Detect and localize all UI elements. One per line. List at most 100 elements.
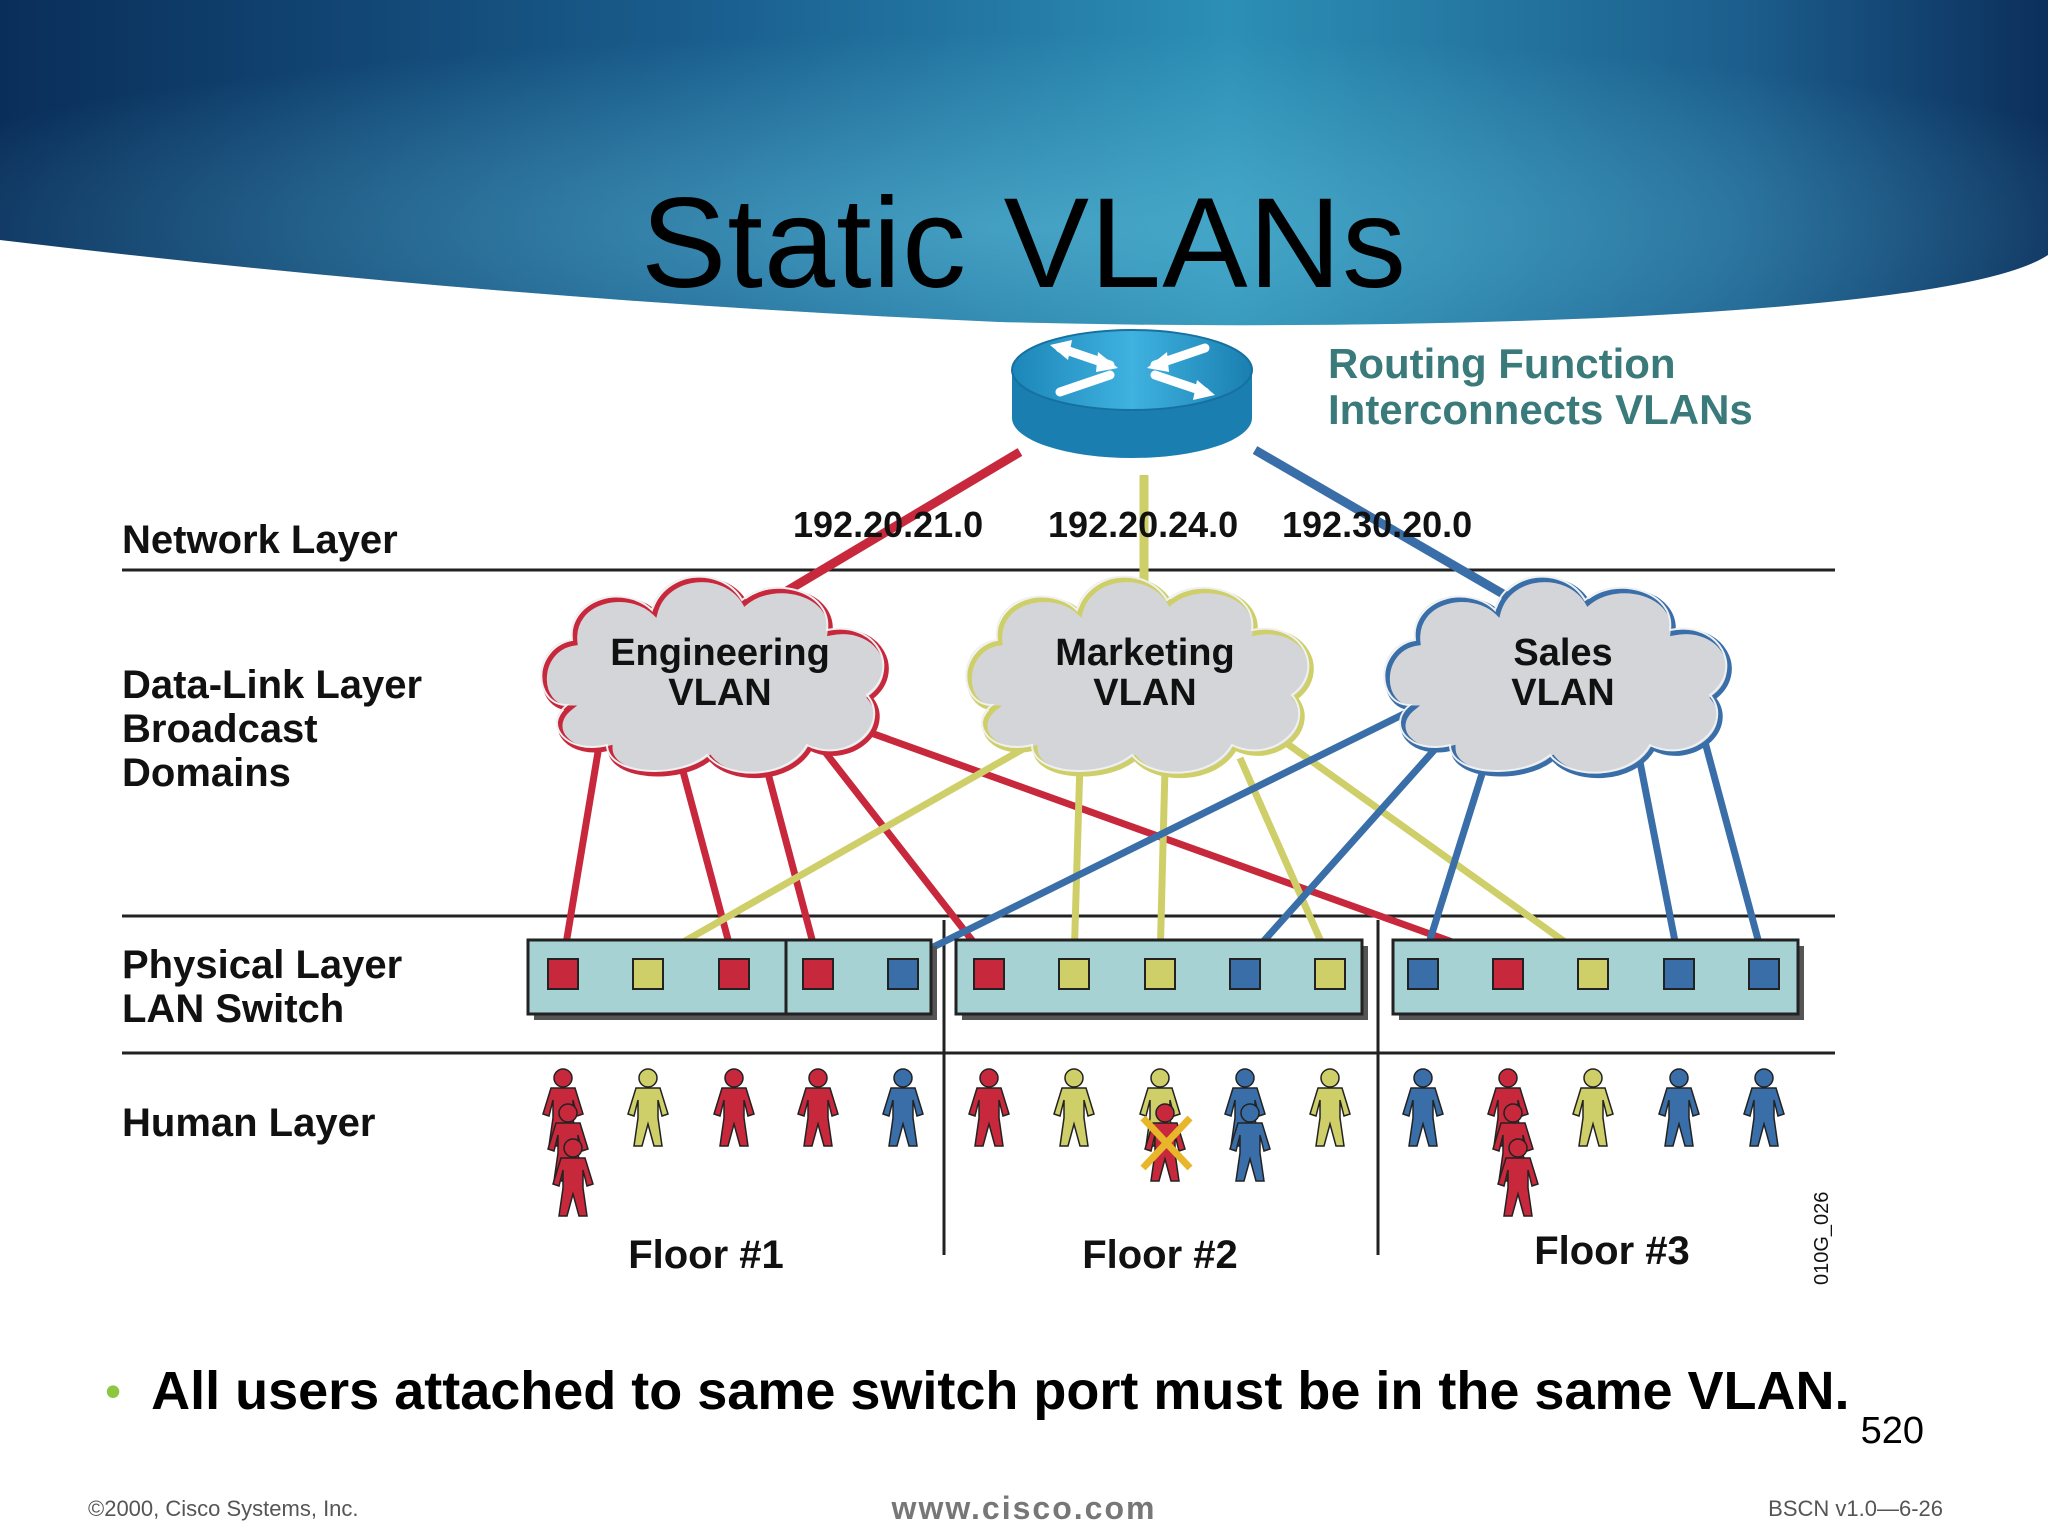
vlan-port-link — [1701, 741, 1768, 963]
user-icon — [968, 1068, 1010, 1147]
vlan-cloud — [540, 575, 889, 779]
floor-label: Floor #1 — [628, 1233, 784, 1277]
link-router-engineering — [772, 448, 1023, 602]
switch-port — [802, 958, 834, 990]
person-head — [1150, 1068, 1170, 1088]
vlan-port-link — [559, 739, 604, 963]
router-caption: Interconnects VLANs — [1328, 386, 1753, 433]
switch-port — [1229, 958, 1261, 990]
person-body — [1572, 1087, 1614, 1147]
vlan-cloud — [965, 575, 1314, 779]
switch-port — [973, 958, 1005, 990]
person-head — [1235, 1068, 1255, 1088]
person-head — [1503, 1103, 1523, 1123]
vlan-port-link — [1070, 761, 1084, 963]
user-icon — [1402, 1068, 1444, 1147]
person-body — [1309, 1087, 1351, 1147]
user-icon — [1572, 1068, 1614, 1147]
person-head — [808, 1068, 828, 1088]
person-head — [563, 1138, 583, 1158]
person-head — [558, 1103, 578, 1123]
router-icon — [1011, 329, 1253, 458]
person-body — [1743, 1087, 1785, 1147]
router-arrowhead — [1096, 352, 1118, 372]
vlan-port-link — [1156, 767, 1169, 963]
vlan-port-link — [1242, 735, 1448, 965]
router-rim — [1011, 329, 1253, 411]
vlan-cloud-label: Engineering — [610, 632, 830, 674]
switch-port — [1314, 958, 1346, 990]
vlan-port-link — [833, 716, 1510, 966]
switch-port — [887, 958, 919, 990]
person-body — [552, 1157, 594, 1217]
person-head — [893, 1068, 913, 1088]
bullet-dot-icon: • — [105, 1365, 122, 1417]
bullet-text: All users attached to same switch port m… — [151, 1361, 1850, 1421]
vlan-cloud-label: Marketing — [1055, 632, 1234, 674]
layer-label-datalink: Data-Link Layer — [122, 663, 422, 707]
person-head — [1064, 1068, 1084, 1088]
person-head — [638, 1068, 658, 1088]
user-icon — [1053, 1068, 1095, 1147]
switch-port — [1058, 958, 1090, 990]
floor-label: Floor #3 — [1534, 1229, 1690, 1273]
switch-port — [1492, 958, 1524, 990]
vlan-port-link — [901, 706, 1414, 966]
cloud-highlight — [540, 575, 885, 774]
switch-port — [547, 958, 579, 990]
blocked-x-icon — [1140, 1115, 1193, 1171]
person-head — [1754, 1068, 1774, 1088]
vlan-cloud-label: Sales — [1513, 632, 1612, 674]
router-arrowhead — [1193, 380, 1215, 400]
layer-label-physical: LAN Switch — [122, 987, 344, 1031]
person-body — [1402, 1087, 1444, 1147]
switch-port — [1663, 958, 1695, 990]
vlan-port-link — [1636, 761, 1683, 963]
person-head — [1498, 1068, 1518, 1088]
router-arrowhead — [1147, 352, 1169, 372]
person-head — [1320, 1068, 1340, 1088]
vlan-cloud-label: VLAN — [1093, 672, 1196, 714]
person-head — [1240, 1103, 1260, 1123]
vlan-cloud — [1383, 575, 1732, 779]
person-head — [1155, 1103, 1175, 1123]
user-icon — [1497, 1138, 1539, 1217]
figure-id: 010G_026 — [1811, 1192, 1833, 1285]
vlan-port-link — [1236, 756, 1334, 964]
subnet-label: 192.30.20.0 — [1282, 504, 1472, 545]
link-router-sales — [1252, 446, 1513, 602]
layer-label-human: Human Layer — [122, 1101, 375, 1145]
user-icon — [882, 1068, 924, 1147]
layer-label-datalink: Broadcast — [122, 707, 318, 751]
user-icon — [713, 1068, 755, 1147]
footer-copyright: ©2000, Cisco Systems, Inc. — [88, 1496, 359, 1521]
x-stroke — [1140, 1115, 1193, 1171]
user-icon — [627, 1068, 669, 1147]
layer-label-datalink: Domains — [122, 751, 291, 795]
person-body — [1497, 1157, 1539, 1217]
person-body — [713, 1087, 755, 1147]
vlan-port-link — [819, 745, 992, 965]
user-icon — [1658, 1068, 1700, 1147]
router-caption: Routing Function — [1328, 340, 1676, 387]
user-icon — [1309, 1068, 1351, 1147]
vlan-port-link — [1419, 756, 1491, 964]
user-icon — [552, 1138, 594, 1217]
layer-label-network: Network Layer — [122, 518, 398, 562]
person-body — [1229, 1122, 1271, 1182]
floor-label: Floor #2 — [1082, 1233, 1238, 1277]
layer-label-physical: Physical Layer — [122, 943, 402, 987]
page-number: 520 — [1860, 1410, 1924, 1452]
person-head — [1669, 1068, 1689, 1088]
subnet-label: 192.20.24.0 — [1048, 504, 1238, 545]
vlan-port-link — [676, 759, 738, 963]
user-icon — [797, 1068, 839, 1147]
router-arrow — [1055, 370, 1115, 397]
switch-port — [718, 958, 750, 990]
vlan-port-link — [1265, 727, 1596, 965]
footer-website[interactable]: www.cisco.com — [891, 1490, 1157, 1526]
cloud-highlight — [1383, 575, 1728, 774]
